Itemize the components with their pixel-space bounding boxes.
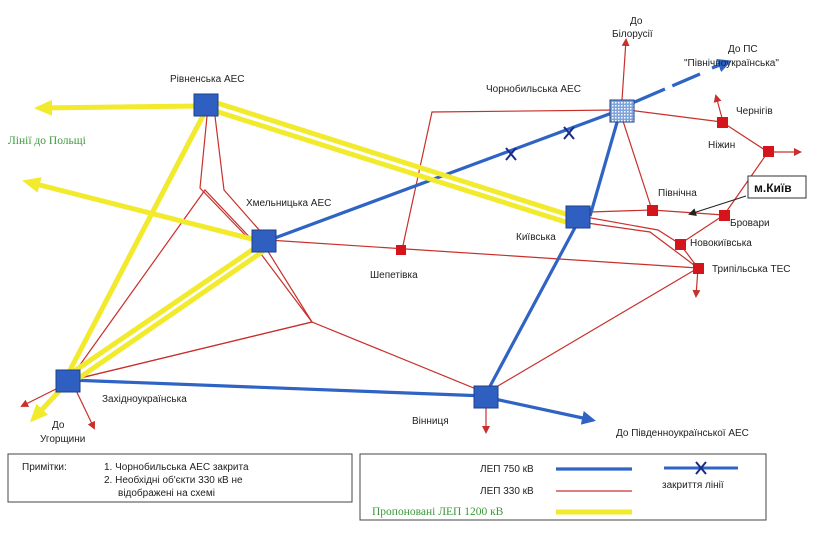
line-330-rivne-khmelnytska-b <box>213 107 269 241</box>
label-zakhidnoukrainska: Західноукраїнська <box>102 394 187 405</box>
line-1200-rivne-kyivska-a <box>211 99 575 219</box>
line-330-shepetivka-chornobyl <box>401 109 619 251</box>
node-brovary <box>719 210 730 221</box>
label-brovary: Бровари <box>730 218 770 229</box>
lines-1200kv <box>22 99 575 423</box>
notes-item-1: 1. Чорнобильська АЕС закрита <box>104 461 249 473</box>
node-chernihiv <box>717 117 728 128</box>
line-330-kyivska-novokyivska <box>579 215 681 245</box>
line-330-khmelnytska-zakhidno-a <box>71 189 259 377</box>
line-750-kyivska-vinnytsia <box>486 221 580 391</box>
node-khmelnytska <box>251 229 277 253</box>
label-khmelnytska: Хмельницька АЕС <box>246 198 331 209</box>
node-kyivska <box>565 205 591 229</box>
line-330-khmelnytska-tripilska <box>267 239 699 269</box>
notes-item-2a: 2. Необхідні об'єкти 330 кВ не <box>104 474 243 486</box>
label-vinnytsia: Вінниця <box>412 416 449 427</box>
legend-closure-x-icon <box>695 461 707 475</box>
line-330-tripilska-vinnytsia <box>485 267 699 394</box>
notes-item-2b: відображені на схемі <box>118 487 215 499</box>
label-tripilska: Трипільська ТЕС <box>712 264 791 275</box>
line-1200-rivne-kyivska-b <box>209 107 575 227</box>
label-to-ps-1: До ПС <box>728 44 758 55</box>
legend-closure-label: закриття лінії <box>662 480 724 491</box>
node-chornobyl <box>609 99 635 123</box>
closure-marks <box>505 126 575 161</box>
legend-box: ЛЕП 750 кВ ЛЕП 330 кВ Пропоновані ЛЕП 12… <box>359 453 767 521</box>
line-1200-khmelnytska-west <box>22 177 259 243</box>
node-novokyivska <box>675 239 686 250</box>
label-to-belarus-1: До <box>630 16 643 27</box>
line-330-brovary-novokyivska <box>679 214 725 245</box>
label-to-hungary-2: Угорщини <box>40 434 85 445</box>
lines-330kv <box>63 105 769 394</box>
line-750-chornobyl-kyivska <box>588 111 622 217</box>
node-pivnichna <box>647 205 658 216</box>
legend-1200-label: Пропоновані ЛЕП 1200 кВ <box>372 506 504 518</box>
line-750-chornobyl-north <box>629 72 701 106</box>
label-to-ps-2: "Північноукраїнська" <box>684 58 779 69</box>
nodes <box>55 93 774 409</box>
legend-750-label: ЛЕП 750 кВ <box>480 464 534 475</box>
notes-box: Примітки: 1. Чорнобильська АЕС закрита 2… <box>7 453 353 503</box>
line-330-chornobyl-chernihiv <box>627 109 723 123</box>
line-1200-khmelnytska-zakhidno-a <box>67 243 261 377</box>
label-chornobyl: Чорнобильська АЕС <box>486 83 581 95</box>
node-nizhyn <box>763 146 774 157</box>
line-330-chernihiv-nizhyn <box>721 121 769 153</box>
line-750-zakhidno-vinnytsia <box>69 378 487 398</box>
line-1200-rivne-west <box>34 99 201 116</box>
label-to-south-ukraine: До Південноукраїнської АЕС <box>616 428 749 439</box>
line-1200-khmelnytska-zakhidno-b <box>73 249 265 383</box>
label-novokyivska: Новокиївська <box>690 238 752 249</box>
label-rivne: Рівненська АЕС <box>170 74 245 85</box>
node-zakhidnoukrainska <box>55 369 81 393</box>
label-shepetivka: Шепетівка <box>370 270 418 281</box>
line-330-pivnichna-brovary <box>651 209 725 216</box>
label-to-hungary-1: До <box>52 420 65 431</box>
label-chernihiv: Чернігів <box>736 106 773 117</box>
kyiv-city-label: м.Київ <box>754 181 792 195</box>
line-330-nizhyn-brovary <box>723 151 769 216</box>
line-330-kyivska-tripilska <box>579 221 699 269</box>
node-rivne <box>193 93 219 117</box>
node-shepetivka <box>396 245 406 255</box>
notes-title: Примітки: <box>22 462 67 473</box>
label-kyivska: Київська <box>516 232 556 243</box>
arrow-chernihiv-north <box>713 94 723 119</box>
label-to-belarus-2: Білорусії <box>612 29 653 40</box>
line-330-rivne-khmelnytska-a <box>199 105 251 241</box>
node-vinnytsia <box>473 385 499 409</box>
closure-mark-2 <box>563 126 575 140</box>
label-nizhyn: Ніжин <box>708 140 735 151</box>
line-330-chornobyl-pivnichna <box>621 117 653 211</box>
kyiv-pointer <box>688 195 747 216</box>
line-330-zakhidno-vinnytsia-low <box>71 321 313 381</box>
node-tripilska <box>693 263 704 274</box>
line-750-chornobyl-north-arrow <box>711 58 732 73</box>
line-330-kyivska-pivnichna <box>589 209 653 213</box>
legend-330-label: ЛЕП 330 кВ <box>480 486 534 497</box>
line-1200-rivne-zakhidno <box>65 107 209 377</box>
label-pivnichna: Північна <box>658 188 697 199</box>
line-750-vinnytsia-south <box>489 396 596 425</box>
kyiv-city-box <box>747 175 807 199</box>
arrow-to-belarus <box>621 38 630 101</box>
line-330-khmelnytska-south <box>263 244 487 394</box>
closure-mark-1 <box>505 147 517 161</box>
label-lines-poland: Лінії до Польщі <box>8 135 86 147</box>
